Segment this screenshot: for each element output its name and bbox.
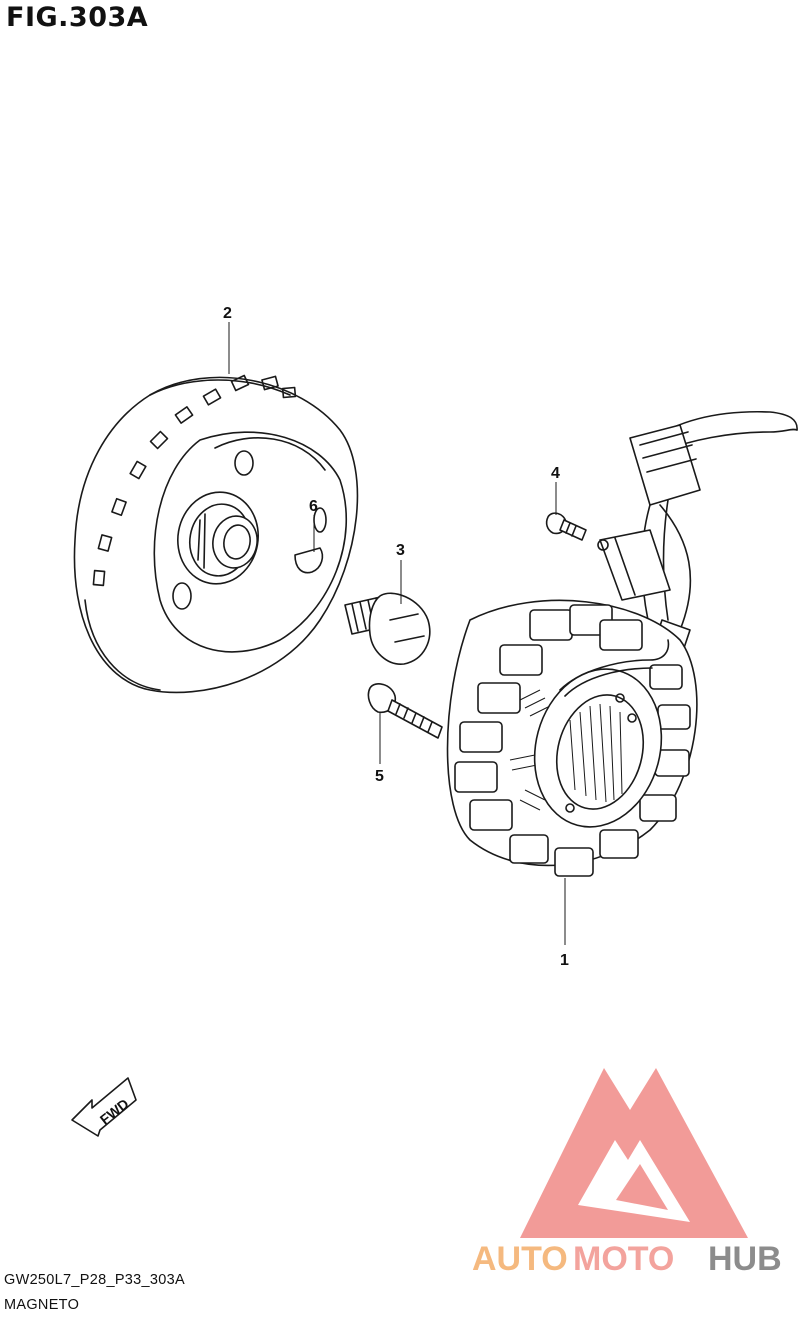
woodruff-key [294, 547, 324, 574]
figure-title: FIG.303A [6, 2, 149, 33]
callout-3: 3 [396, 542, 405, 559]
watermark-hub: HUB [708, 1240, 782, 1278]
diagram-code: GW250L7_P28_P33_303A [4, 1272, 185, 1288]
watermark-auto: AUTO [472, 1240, 568, 1278]
leader-lines [228, 322, 566, 945]
callout-6: 6 [309, 498, 318, 515]
stator-assembly [446, 410, 798, 877]
rotor-bolt [344, 592, 431, 665]
clamp-screw [545, 512, 587, 541]
callout-1: 1 [560, 952, 569, 969]
stator-screw [367, 683, 443, 739]
callout-4: 4 [551, 465, 560, 482]
flywheel-rotor [73, 374, 359, 694]
watermark-moto: MOTO [573, 1240, 674, 1278]
callout-2: 2 [223, 305, 232, 322]
callout-5: 5 [375, 768, 384, 785]
diagram-name: MAGNETO [4, 1297, 80, 1313]
automotohub-watermark-logo: AUTO MOTO HUB [472, 1068, 782, 1278]
fwd-arrow-icon: FWD [71, 1077, 137, 1137]
